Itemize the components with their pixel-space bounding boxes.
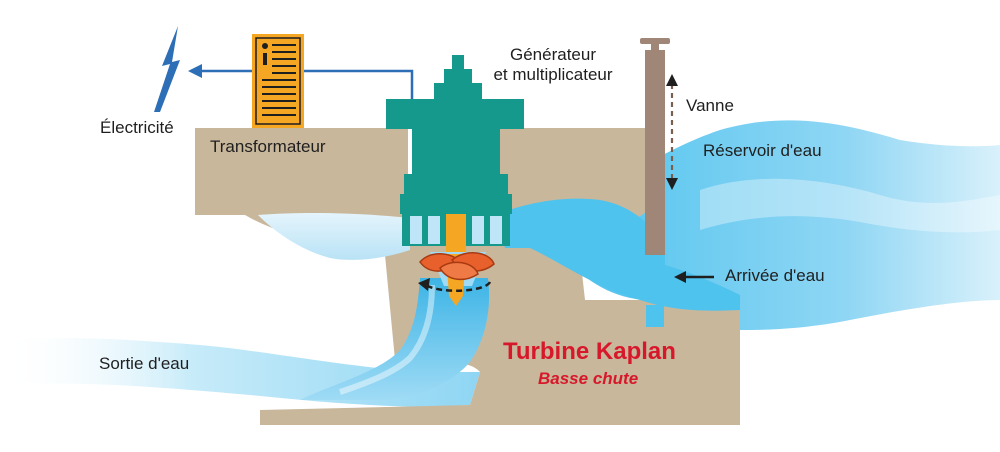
sluice-gate-icon (640, 38, 670, 255)
electricity-arrowhead (188, 64, 202, 78)
outflow-label: Sortie d'eau (99, 354, 190, 373)
inflow-arrow (674, 271, 714, 283)
generator-cable (304, 69, 414, 99)
diagram-subtitle: Basse chute (538, 369, 639, 388)
generator-label-line1: Générateur (510, 45, 596, 64)
gate-slot (646, 305, 664, 327)
electricity-label: Électricité (100, 118, 174, 137)
gate-label: Vanne (686, 96, 734, 115)
rotation-arrow (425, 281, 492, 292)
generator-label: Générateur et multiplicateur (478, 45, 628, 85)
inflow-label: Arrivée d'eau (725, 266, 825, 285)
lightning-bolt-icon (154, 26, 180, 112)
generator-icon (386, 55, 524, 254)
intake-pit (258, 213, 410, 260)
rotation-arrowhead (418, 278, 430, 291)
transformer-box-icon (252, 34, 304, 128)
transformer-label: Transformateur (210, 137, 326, 156)
draft-tube-highlight (339, 284, 435, 395)
gate-movement-arrow (666, 74, 678, 190)
generator-label-line2: et multiplicateur (493, 65, 613, 84)
reservoir-label: Réservoir d'eau (703, 141, 822, 160)
kaplan-runner-icon (419, 252, 495, 306)
inflow-channel (495, 198, 740, 311)
reservoir-wave (700, 178, 1000, 233)
diagram-title: Turbine Kaplan (503, 338, 676, 365)
draft-tube (300, 278, 490, 400)
